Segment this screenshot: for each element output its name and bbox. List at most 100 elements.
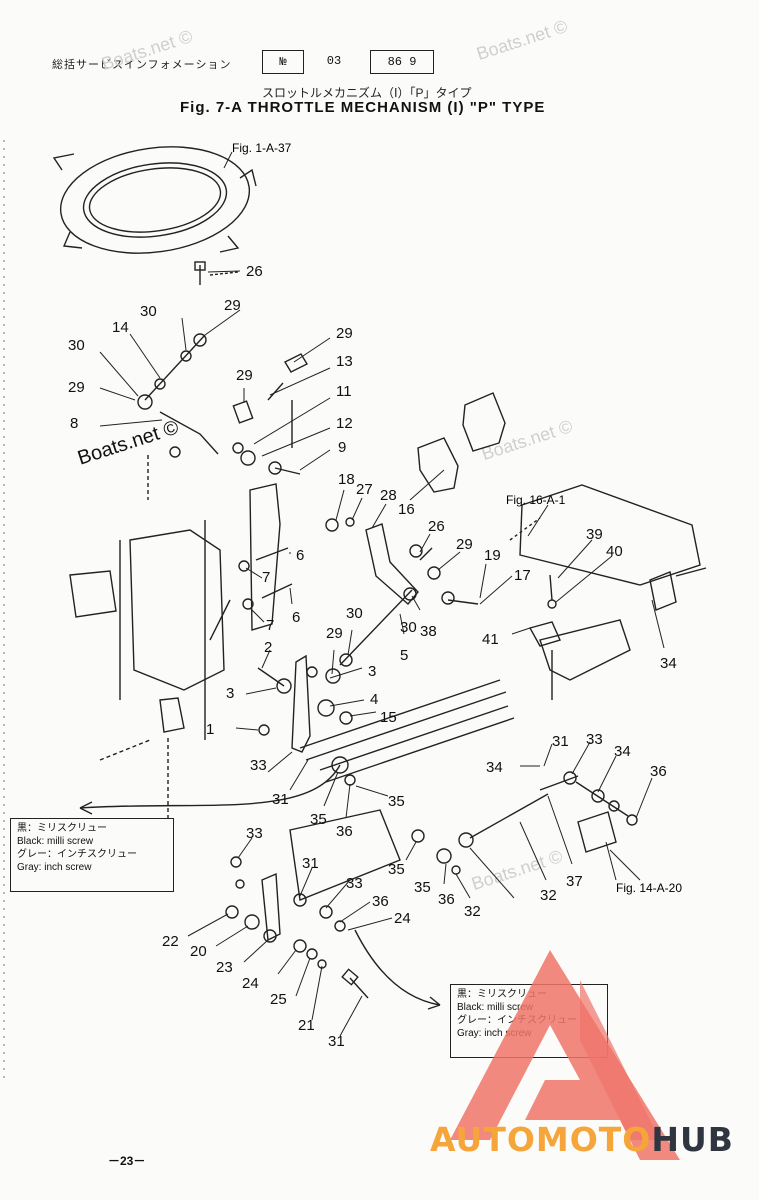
callout-number: 31 [328,1033,345,1050]
callout-number: 23 [216,959,233,976]
callout-number: 4 [370,691,378,708]
callout-number: 30 [140,303,157,320]
washer-7b [242,598,254,610]
cable-end-31 [331,756,349,774]
automotohub-logo-text: AUTOMOTOHUB [430,1120,734,1159]
callout-number: 8 [70,415,78,432]
callout-number: 29 [326,625,343,642]
callout-number: 1 [206,721,214,738]
plate-16a [462,392,506,452]
callout-number: 33 [586,731,603,748]
legend-en-black: Black: milli screw [17,836,94,847]
cap-29 [284,353,308,373]
header-box-date: 86 9 [370,50,434,74]
callout-number: 11 [336,383,352,400]
callout-number: 9 [338,439,346,456]
callout-number: 15 [380,709,397,726]
screw-21 [349,977,369,999]
header-box-num: 03 [326,54,342,68]
callout-number: 29 [456,536,473,553]
callout-number: 25 [270,991,287,1008]
flange-lugs [52,153,257,253]
callout-number: 33 [246,825,263,842]
flange-inner-2 [88,167,222,233]
screw-17 [447,599,479,605]
callout-number: 30 [346,605,363,622]
legend-en-black: Black: milli screw [457,1002,534,1013]
legend-jp-black: 黒：ミリスクリュー [457,989,547,1000]
callout-number: 29 [336,325,353,342]
callout-number: 6 [296,547,304,564]
fig-ref: Fig. 1-A-37 [232,141,292,155]
legend-jp-black: 黒：ミリスクリュー [17,823,107,834]
callout-number: 35 [310,811,327,828]
callout-number: 7 [262,569,270,586]
washer-40 [547,599,557,609]
remote-box [519,484,701,586]
flange-inner [82,162,228,238]
callout-number: 26 [428,518,445,535]
screw-13 [267,382,284,401]
joint-29b [137,394,153,410]
remote-body [539,619,631,681]
callout-number: 6 [292,609,300,626]
callout-number: 33 [250,757,267,774]
callout-number: 5 [400,647,408,664]
bracket-38 [528,621,561,647]
wire-right [354,929,441,1006]
callout-number: 30 [68,337,85,354]
callout-number: 24 [242,975,259,992]
callout-number: 22 [162,933,179,950]
callout-number: 18 [338,471,355,488]
callout-number: 34 [614,743,631,760]
callout-number: 3 [368,663,376,680]
callout-number: 24 [394,910,411,927]
bushing-22 [244,914,260,930]
callout-number: 13 [336,353,353,370]
fig-ref: Fig. 16-A-1 [506,493,566,507]
callout-number: 16 [398,501,415,518]
callout-number: 19 [484,547,501,564]
knob-41 [649,571,677,611]
clip-29 [232,400,254,424]
callout-number: 3 [226,685,234,702]
callout-number: 35 [388,793,405,810]
header-jp-subtitle: スロットルメカニズム（Ⅰ）「P」タイプ [262,86,472,100]
callout-number: 26 [246,263,263,280]
callout-number: 29 [68,379,85,396]
rod-15 [339,589,413,666]
cable-a [299,679,501,749]
collar-5 [317,699,335,717]
lever-8 [159,411,219,455]
flange-outer [59,146,251,254]
bolt-26-head [194,261,206,271]
page-number: －23－ [108,1154,146,1168]
callout-number: 39 [586,526,603,543]
lever-1 [291,654,311,753]
lever-20 [261,872,281,942]
callout-number: 38 [420,623,437,640]
legend-jp-gray: グレー：インチスクリュー [17,849,137,860]
header-box-n: № [262,50,304,74]
guide-plate [289,809,401,901]
callout-number: 29 [224,297,241,314]
callout-number: 35 [388,861,405,878]
callout-number: 7 [266,617,274,634]
legend-en-gray: Gray: inch screw [17,862,92,873]
callout-number: 36 [372,893,389,910]
bracket-14a20 [577,811,617,853]
nut-4 [339,711,353,725]
callout-number: 2 [264,639,272,656]
callout-number: 14 [112,319,129,336]
callout-number: 31 [272,791,289,808]
screw-6a [255,547,289,561]
callout-number: 29 [236,367,253,384]
callout-number: 36 [650,763,667,780]
logo-auto: AUTO [430,1120,536,1159]
logo-moto: MOTO [535,1120,652,1159]
callout-number: 27 [356,481,373,498]
joint-29a [193,333,207,347]
callout-number: 36 [438,891,455,908]
callout-number: 28 [380,487,397,504]
